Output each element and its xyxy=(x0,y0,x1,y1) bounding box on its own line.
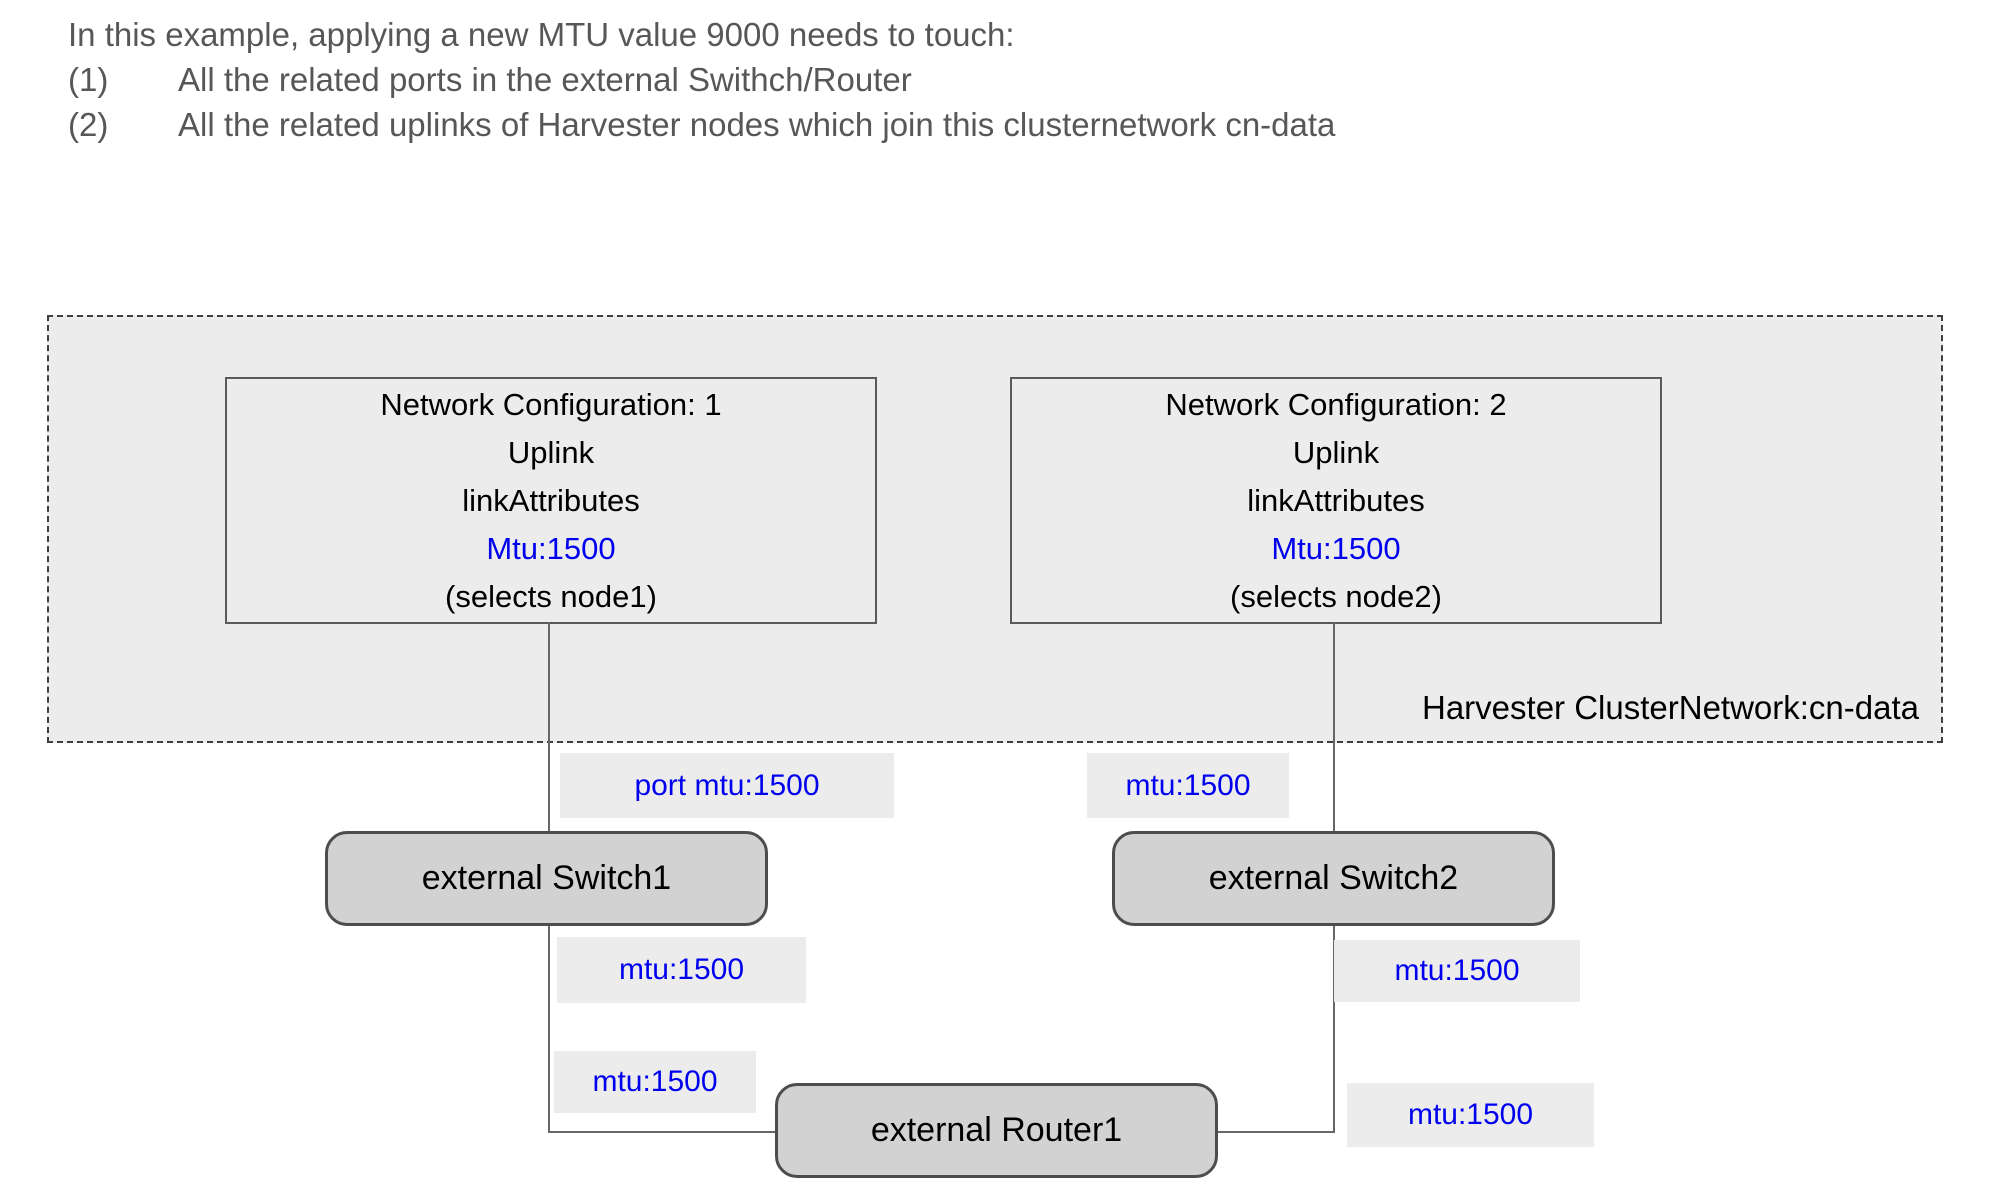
external-router1-label: external Router1 xyxy=(870,1111,1123,1149)
config2-link-attributes: linkAttributes xyxy=(1247,482,1425,518)
heading-block: In this example, applying a new MTU valu… xyxy=(68,12,1335,147)
network-configuration-2-box: Network Configuration: 2 Uplink linkAttr… xyxy=(1010,377,1662,624)
connector-elbow-to-router-left xyxy=(548,1131,775,1133)
cluster-network-container: Network Configuration: 1 Uplink linkAttr… xyxy=(47,315,1943,743)
connector-elbow-to-router-right xyxy=(1218,1131,1335,1133)
config1-uplink: Uplink xyxy=(507,434,595,470)
config1-mtu-value: Mtu:1500 xyxy=(486,530,616,566)
network-configuration-1-box: Network Configuration: 1 Uplink linkAttr… xyxy=(225,377,877,624)
heading-item-1-text: All the related ports in the external Sw… xyxy=(178,61,912,98)
external-switch1-label: external Switch1 xyxy=(421,859,672,897)
cluster-network-label: Harvester ClusterNetwork:cn-data xyxy=(1422,689,1919,726)
heading-item-2-text: All the related uplinks of Harvester nod… xyxy=(178,106,1336,143)
config2-selects-node: (selects node2) xyxy=(1230,578,1442,614)
config2-title: Network Configuration: 2 xyxy=(1165,386,1507,422)
heading-item-1: (1) All the related ports in the externa… xyxy=(68,57,1335,102)
heading-item-2: (2) All the related uplinks of Harvester… xyxy=(68,102,1335,147)
edge-label-router1-right-mtu: mtu:1500 xyxy=(1347,1083,1594,1147)
heading-item-2-number: (2) xyxy=(68,106,109,143)
external-switch1-node: external Switch1 xyxy=(325,831,768,926)
connector-switch1-down xyxy=(548,926,550,1133)
external-switch2-label: external Switch2 xyxy=(1208,859,1459,897)
edge-label-switch1-downlink-mtu: mtu:1500 xyxy=(557,937,806,1003)
heading-item-1-number: (1) xyxy=(68,61,109,98)
connector-config1-switch1 xyxy=(548,622,550,831)
connector-switch2-down xyxy=(1333,926,1335,1133)
external-switch2-node: external Switch2 xyxy=(1112,831,1555,926)
config1-link-attributes: linkAttributes xyxy=(462,482,640,518)
edge-label-router1-left-mtu: mtu:1500 xyxy=(554,1051,756,1113)
edge-label-switch1-port-mtu: port mtu:1500 xyxy=(560,753,894,818)
config2-mtu-value: Mtu:1500 xyxy=(1271,530,1401,566)
connector-config2-switch2 xyxy=(1333,622,1335,831)
edge-label-switch2-port-mtu: mtu:1500 xyxy=(1087,753,1289,818)
heading-title: In this example, applying a new MTU valu… xyxy=(68,16,1015,53)
config2-uplink: Uplink xyxy=(1292,434,1380,470)
external-router1-node: external Router1 xyxy=(775,1083,1218,1178)
config1-selects-node: (selects node1) xyxy=(445,578,657,614)
edge-label-switch2-downlink-mtu: mtu:1500 xyxy=(1334,940,1580,1002)
config1-title: Network Configuration: 1 xyxy=(380,386,722,422)
